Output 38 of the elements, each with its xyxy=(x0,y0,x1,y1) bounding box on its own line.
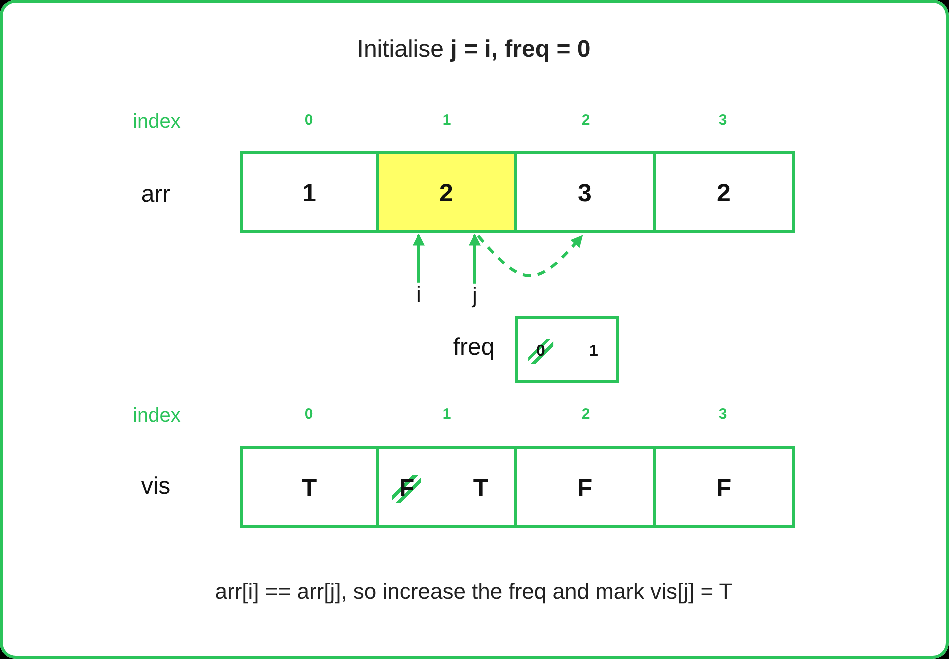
index-number: 0 xyxy=(304,406,314,424)
index-number: 2 xyxy=(582,112,590,130)
cell-value: F xyxy=(577,475,593,503)
array-cell xyxy=(517,151,656,233)
index-number: 1 xyxy=(442,112,452,130)
cell-value: 2 xyxy=(717,180,731,208)
array-cell xyxy=(379,446,517,528)
array-cell xyxy=(656,446,795,528)
cell-value: 3 xyxy=(578,180,592,208)
pointer-label: j xyxy=(472,284,478,308)
caption-text: arr[i] == arr[j], so increase the freq and mark vis[j] = T xyxy=(215,580,733,604)
array-cell xyxy=(656,151,795,233)
cell-value: F xyxy=(716,475,732,503)
title-text: Initialise j = i, freq = 0 xyxy=(357,36,591,64)
row-label: vis xyxy=(141,474,171,500)
cell-value: 1 xyxy=(590,342,598,360)
array-cell xyxy=(240,446,379,528)
row-header: index xyxy=(133,111,181,133)
cell-value: T xyxy=(473,475,489,503)
pointer-label: i xyxy=(416,282,422,308)
index-number: 3 xyxy=(718,406,728,424)
cell-value: 1 xyxy=(302,180,316,208)
index-number: 3 xyxy=(718,112,728,130)
array-cell xyxy=(240,151,379,233)
arrow xyxy=(469,234,481,284)
cell-value: 2 xyxy=(440,180,454,208)
row-header: index xyxy=(133,405,181,427)
value-box xyxy=(515,316,619,383)
index-number: 1 xyxy=(442,406,452,424)
dashed-arrow xyxy=(477,235,584,278)
row-label: freq xyxy=(453,334,495,362)
highlighted-cell xyxy=(379,151,517,233)
index-number: 2 xyxy=(582,406,590,424)
arrow xyxy=(413,234,425,283)
array-cell xyxy=(517,446,656,528)
index-number: 0 xyxy=(304,112,314,130)
cell-value: T xyxy=(302,475,318,503)
row-label: arr xyxy=(141,182,171,208)
